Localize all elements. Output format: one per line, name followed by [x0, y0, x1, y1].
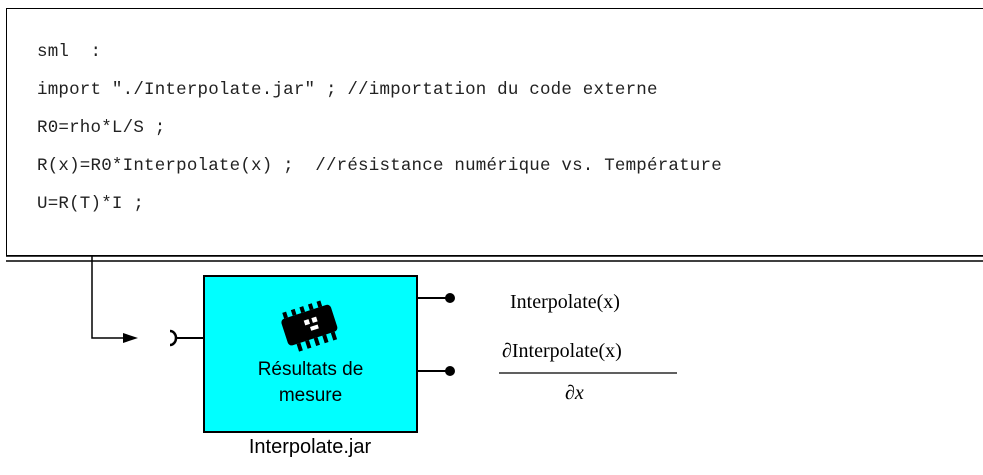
- code-line-3: R0=rho*L/S ;: [37, 118, 166, 138]
- output-2-denominator: ∂x: [565, 382, 584, 404]
- input-connector-line: [91, 256, 125, 339]
- chip-icon: [281, 300, 338, 352]
- module-label-line-1: Résultats de: [257, 359, 364, 380]
- code-line-4: R(x)=R0*Interpolate(x) ; //résistance nu…: [37, 156, 722, 176]
- interpolate-module: [203, 275, 418, 433]
- output-2-numerator: ∂Interpolate(x): [502, 340, 622, 362]
- output-port-2-dot: [445, 366, 455, 376]
- input-port-socket: [169, 329, 178, 347]
- code-line-2: import "./Interpolate.jar" ; //importati…: [37, 80, 658, 100]
- code-line-1: sml :: [37, 42, 102, 62]
- module-label: Résultats de mesure: [203, 357, 418, 409]
- input-arrowhead: [123, 333, 138, 343]
- code-line-5: U=R(T)*I ;: [37, 194, 145, 214]
- module-label-line-2: mesure: [278, 385, 343, 406]
- output-1-label: Interpolate(x): [510, 291, 620, 313]
- jar-label: Interpolate.jar: [248, 436, 372, 458]
- code-panel: sml : import "./Interpolate.jar" ; //imp…: [6, 8, 983, 256]
- output-port-1-dot: [445, 293, 455, 303]
